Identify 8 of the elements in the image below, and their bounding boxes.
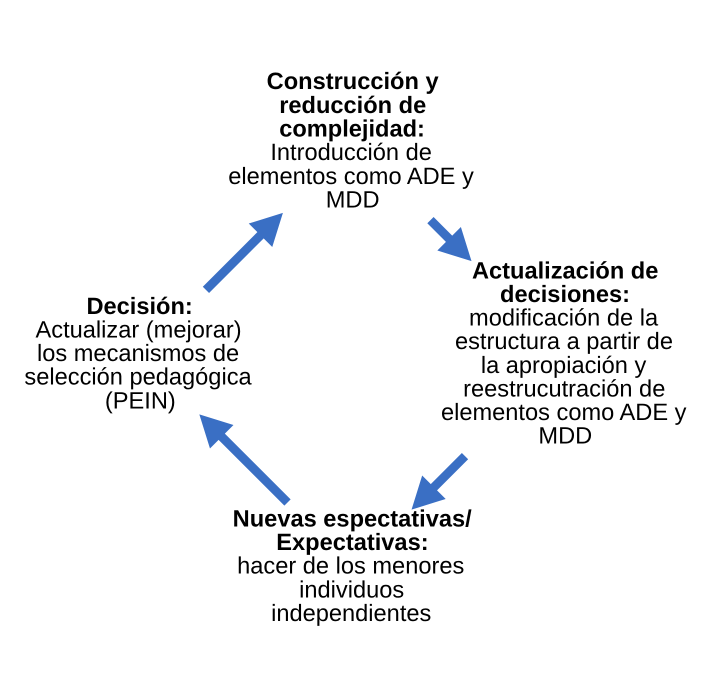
arrow (427, 216, 472, 261)
node-text: Nuevas espectativas/ Expectativas: hacer de los menores individuos independientes (232, 506, 472, 626)
arrow (199, 414, 291, 506)
node-text: Actualización de decisiones: modificación de la estructura a partir de la apropiación y reestrucutración de elementos como ADE y MDD (440, 258, 687, 450)
node-text: Decisión: Actualizar (mejorar) los mecanismos de selección pedagógica (PEIN) (24, 293, 252, 414)
arrow (412, 452, 468, 510)
arrow (202, 212, 283, 292)
node-text: Construcción y reducción de complejidad: Introducción de elementos como ADE y MDD (228, 68, 474, 213)
